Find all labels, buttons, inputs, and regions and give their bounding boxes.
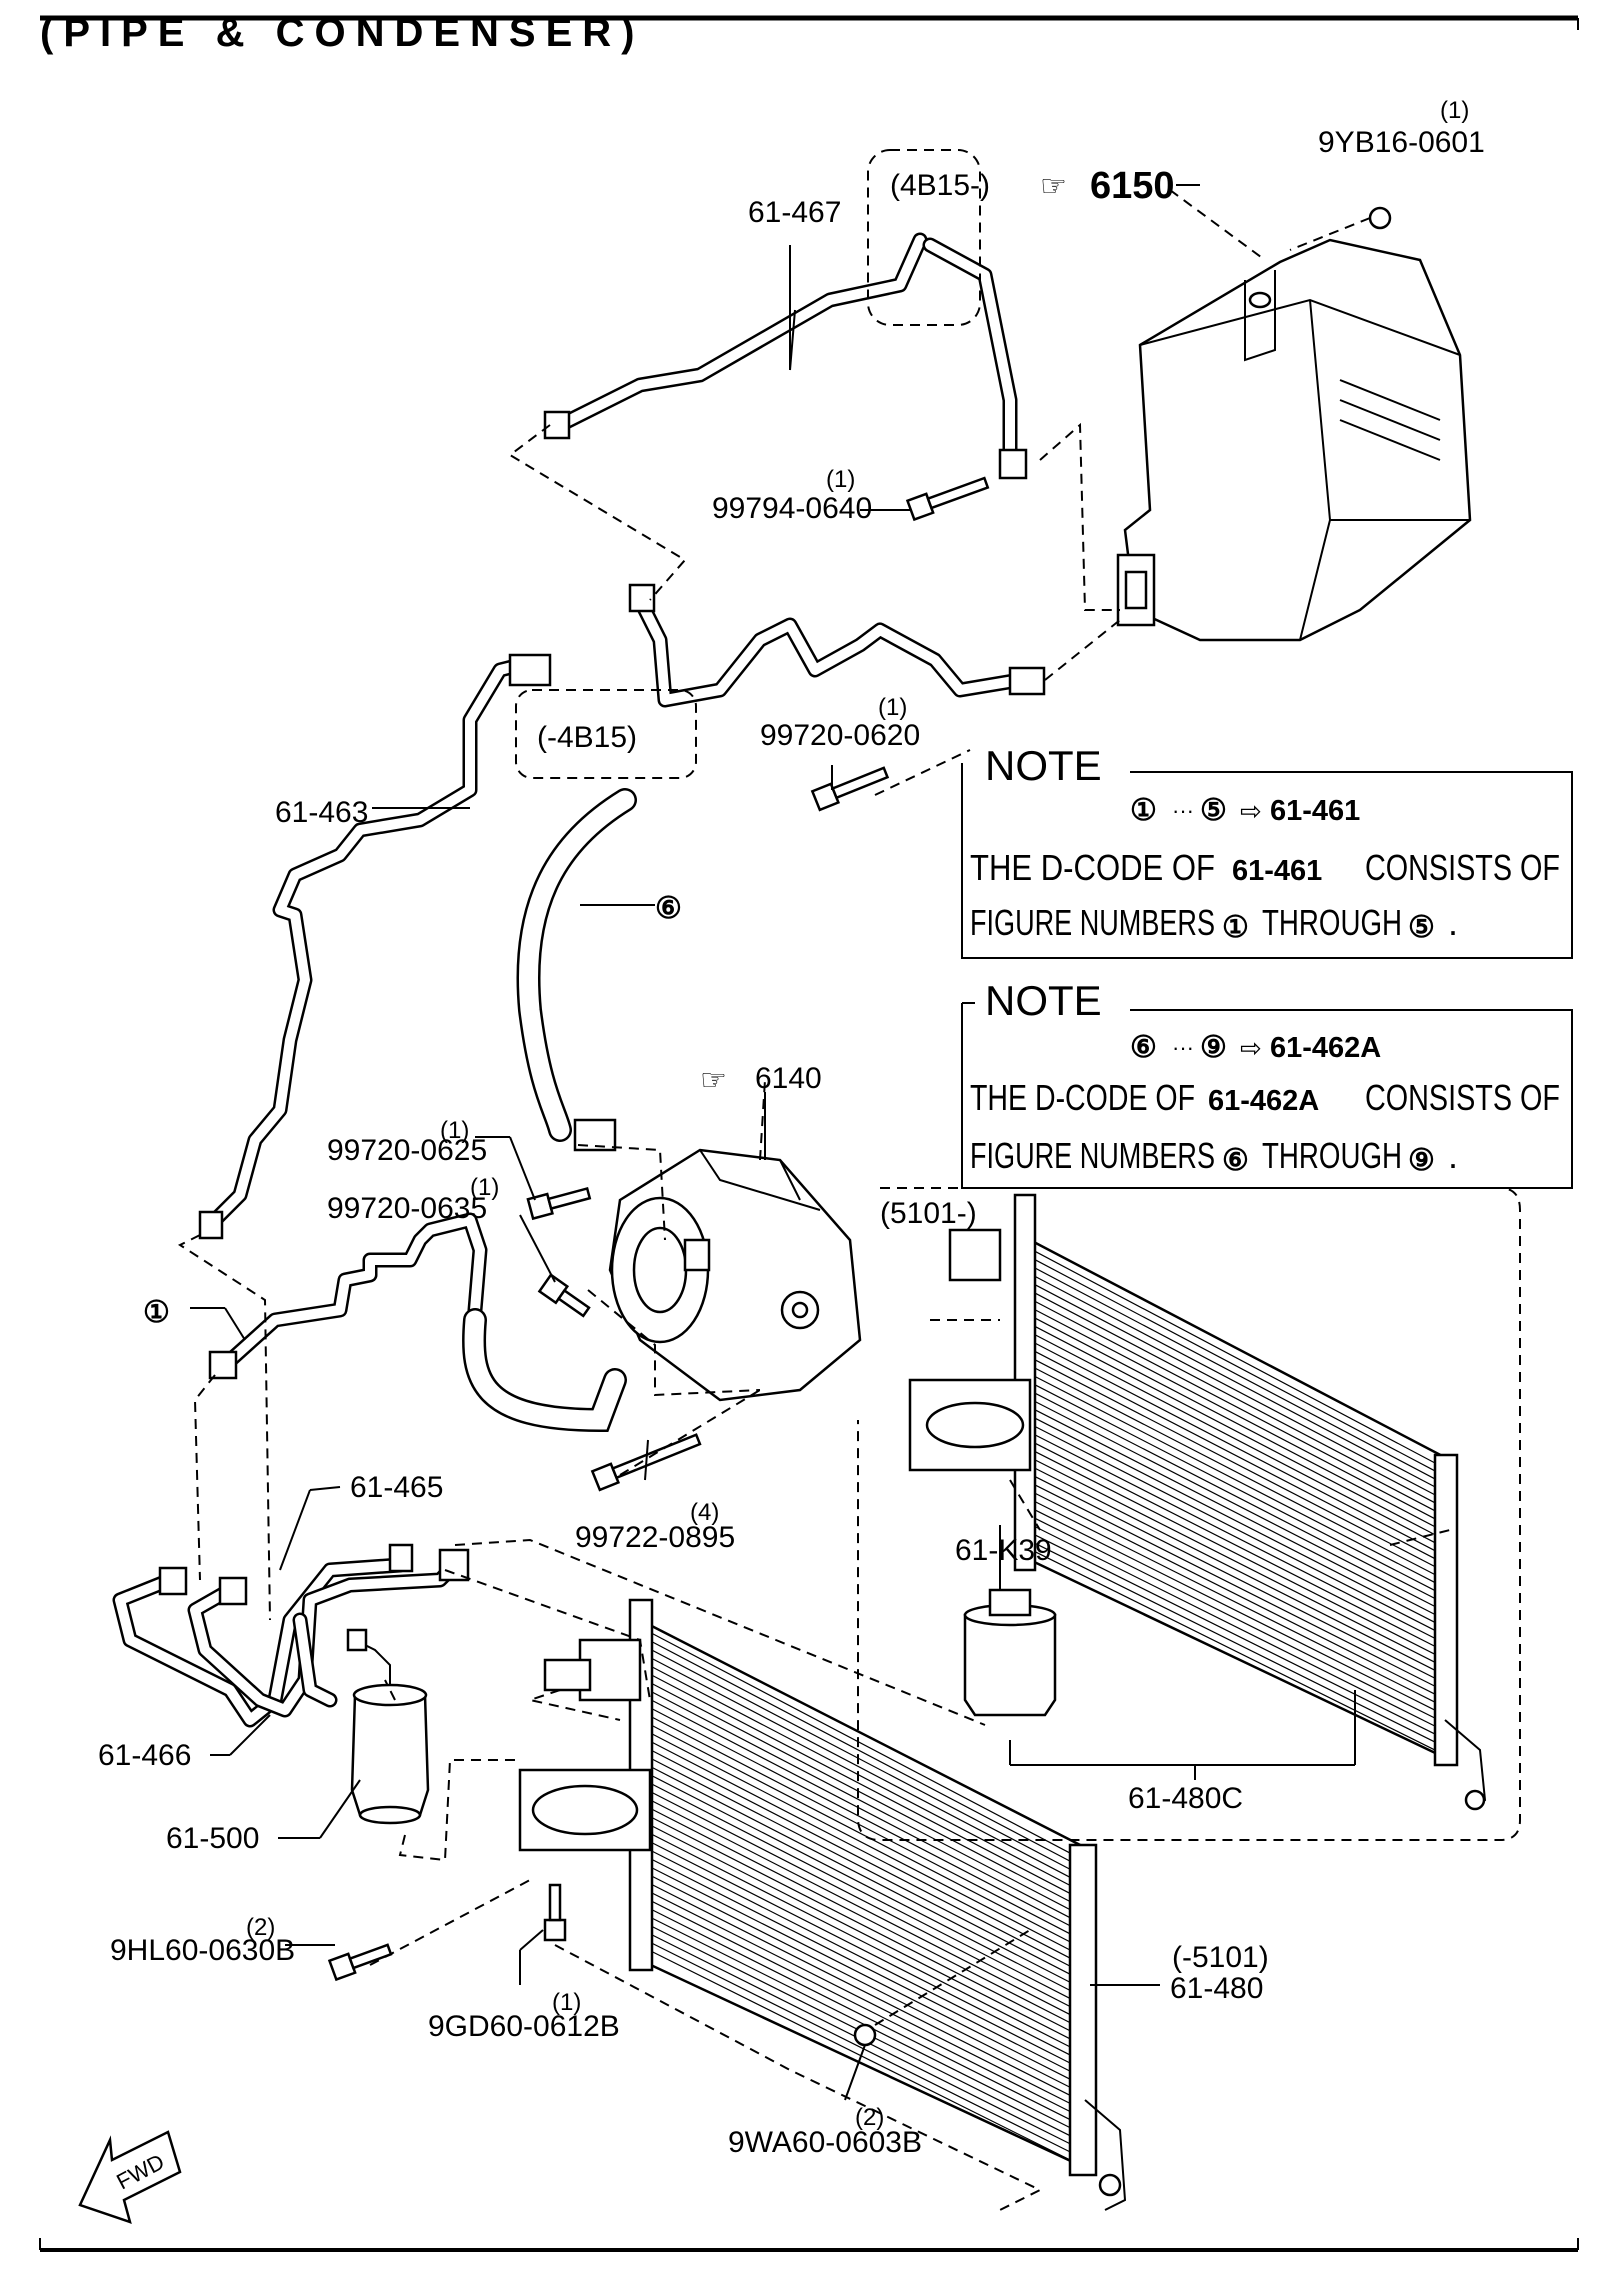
- pipe-figure-1: [208, 1212, 627, 1433]
- range-box-4b15-after: [867, 149, 981, 326]
- note-line1-b: CONSISTS OF: [1365, 847, 1560, 888]
- note-line1-b: CONSISTS OF: [1365, 1077, 1560, 1118]
- qty-9wa60-0603b: (2): [855, 2104, 884, 2131]
- label-61-466: 61-466: [98, 1739, 191, 1772]
- qty-99720-0620: (1): [878, 694, 907, 721]
- label-61-k39: 61-K39: [955, 1534, 1052, 1567]
- leader-lines: [190, 184, 1356, 2101]
- code-9gd60-0612b: 9GD60-0612B: [428, 2010, 620, 2043]
- dashed-guides: [177, 189, 1451, 2211]
- note-heading: NOTE: [985, 977, 1102, 1024]
- note-line2-mid: THROUGH: [1262, 902, 1402, 943]
- note-line1-a: THE D-CODE OF: [970, 1077, 1195, 1118]
- label-61-467: 61-467: [748, 196, 841, 229]
- label-61-463: 61-463: [275, 796, 368, 829]
- condenser-61-480c: [908, 1193, 1487, 1811]
- code-99720-0635: 99720-0635: [327, 1192, 487, 1225]
- qty-9hl60-0630b: (2): [246, 1914, 275, 1941]
- note-range-to: ⑤: [1200, 793, 1227, 828]
- note-line2-to: ⑨: [1408, 1143, 1435, 1178]
- ref-6140: ☞ 6140: [700, 1062, 822, 1097]
- label-ref-6140: 6140: [755, 1062, 822, 1095]
- compressor: [608, 1148, 862, 1402]
- label-range-5101-after: (5101-): [880, 1197, 977, 1230]
- ref-6150: ☞ 6150: [1040, 165, 1175, 207]
- note-line1-a: THE D-CODE OF: [970, 847, 1215, 888]
- note-arrow: ⇨: [1240, 1033, 1262, 1063]
- code-99794-0640: 99794-0640: [712, 492, 872, 525]
- note-line1-code: 61-461: [1232, 855, 1322, 887]
- nut-icon: [1368, 206, 1392, 230]
- note-range-to: ⑨: [1200, 1030, 1227, 1065]
- pipe-61-465-466: [112, 1543, 470, 1728]
- qty-99720-0635: (1): [470, 1174, 499, 1201]
- figure-6-marker: ⑥: [655, 891, 682, 926]
- note-line2-from: ①: [1222, 910, 1249, 945]
- code-99722-0895: 99722-0895: [575, 1521, 735, 1554]
- note-line2-a: FIGURE NUMBERS: [970, 902, 1215, 943]
- qty-9gd60-0612b: (1): [552, 1989, 581, 2016]
- evaporator-unit: [1116, 206, 1472, 642]
- pipe-61-463: [198, 653, 552, 1240]
- label-61-500: 61-500: [166, 1822, 259, 1855]
- note-code: 61-461: [1270, 795, 1360, 827]
- code-9wa60-0603b: 9WA60-0603B: [728, 2126, 922, 2159]
- note-arrow: ⇨: [1240, 796, 1262, 826]
- label-61-480c: 61-480C: [1128, 1782, 1243, 1815]
- note-range-sep: ···: [1172, 798, 1194, 823]
- note-range-sep: ···: [1172, 1035, 1194, 1060]
- code-99720-0625: 99720-0625: [327, 1134, 487, 1167]
- pipe-upper-6: [628, 583, 1046, 708]
- note-line1-code: 61-462A: [1208, 1085, 1319, 1117]
- qty-99722-0895: (4): [690, 1499, 719, 1526]
- code-9hl60-0630b: 9HL60-0630B: [110, 1934, 295, 1967]
- note-range-from: ①: [1130, 793, 1157, 828]
- note-line2-from: ⑥: [1222, 1143, 1249, 1178]
- note-line2-to: ⑤: [1408, 910, 1435, 945]
- hose-6: [516, 788, 637, 1152]
- pointing-hand-icon: ☞: [700, 1064, 727, 1097]
- note-61-462a: NOTE ⑥ ··· ⑨ ⇨ 61-462A THE D-CODE OF 61-…: [961, 977, 1573, 1189]
- label-ref-6150: 6150: [1090, 165, 1175, 207]
- note-61-461: NOTE ① ··· ⑤ ⇨ 61-461 THE D-CODE OF 61-4…: [961, 742, 1573, 959]
- fwd-arrow-icon: FWD: [78, 2130, 182, 2224]
- label-figure-6: ⑥: [655, 891, 682, 926]
- note-heading: NOTE: [985, 742, 1102, 789]
- label-61-465: 61-465: [350, 1471, 443, 1504]
- label-range-4b15-after: (4B15-): [890, 169, 990, 202]
- label-range-4b15-before: (-4B15): [537, 721, 637, 754]
- label-figure-1: ①: [143, 1295, 170, 1330]
- receiver-drier-61-k39: [963, 1613, 1057, 1717]
- note-range-from: ⑥: [1130, 1030, 1157, 1065]
- note-line2-end: .: [1448, 1135, 1458, 1176]
- note-line2-mid: THROUGH: [1262, 1135, 1402, 1176]
- qty-9yb16-0601: (1): [1440, 97, 1469, 124]
- label-range-5101-before: (-5101): [1172, 1941, 1269, 1974]
- qty-99720-0625: (1): [440, 1117, 469, 1144]
- qty-99794-0640: (1): [826, 466, 855, 493]
- range-box-4b15-before: [515, 689, 697, 779]
- note-line2-end: .: [1448, 902, 1458, 943]
- pointing-hand-icon: ☞: [1040, 170, 1067, 203]
- code-9yb16-0601: 9YB16-0601: [1318, 126, 1485, 159]
- note-code: 61-462A: [1270, 1032, 1381, 1064]
- code-99720-0620: 99720-0620: [760, 719, 920, 752]
- figure-1-marker: ①: [143, 1295, 170, 1330]
- label-61-480: 61-480: [1170, 1972, 1263, 2005]
- pipe-61-467: [543, 232, 1028, 480]
- range-box-5101-after: [857, 1187, 1521, 1841]
- note-line2-a: FIGURE NUMBERS: [970, 1135, 1215, 1176]
- receiver-drier-61-500: [346, 1628, 430, 1825]
